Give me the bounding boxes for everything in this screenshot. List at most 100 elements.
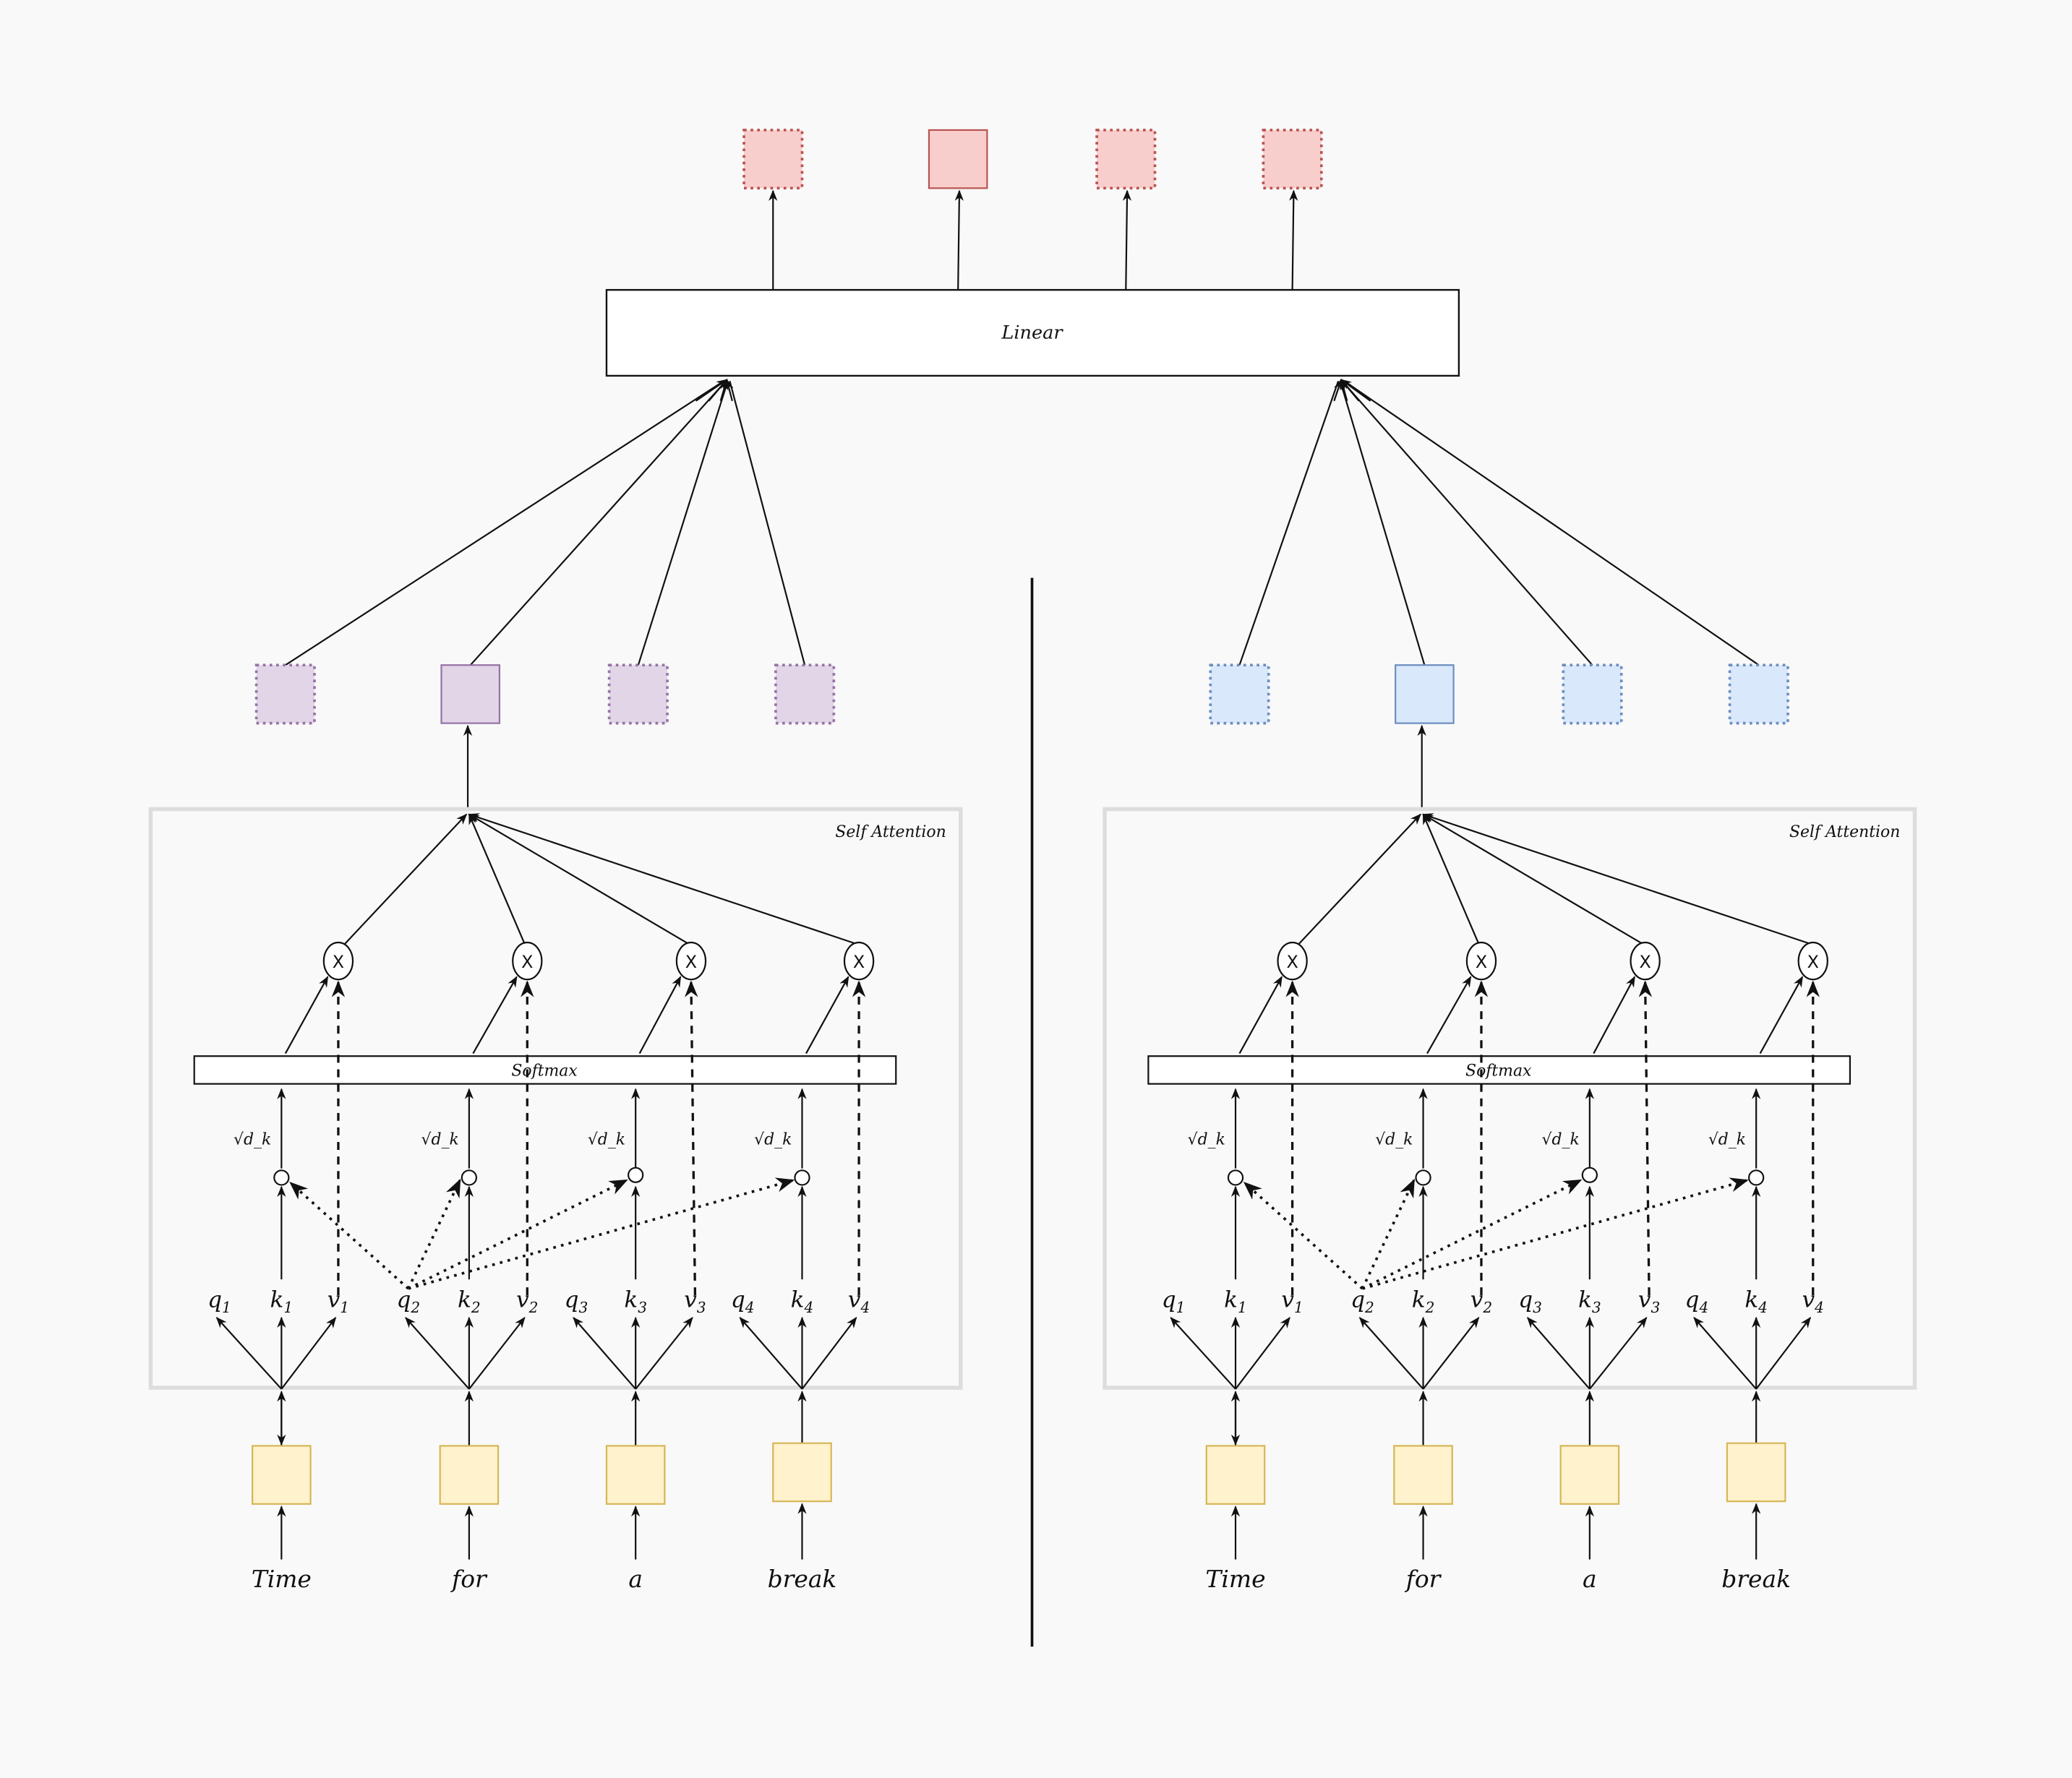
k-vector-label: k4 <box>1744 1287 1768 1316</box>
q-vector-label: q1 <box>207 1287 231 1316</box>
query-to-dot-product-arrow <box>1243 1181 1364 1290</box>
dot-product-node[interactable] <box>1581 1167 1598 1183</box>
token-word-break: break <box>1721 1565 1791 1593</box>
subscript: 2 <box>410 1299 420 1316</box>
projection-arrow <box>739 1316 803 1390</box>
token-embedding-box[interactable] <box>1726 1442 1786 1503</box>
subscript: 4 <box>1814 1299 1824 1316</box>
value-to-multiply-arrow <box>1638 980 1653 1296</box>
v-vector-label: v1 <box>1281 1287 1303 1316</box>
softmax-box[interactable] <box>193 1055 897 1085</box>
dot-product-node[interactable] <box>1748 1169 1765 1186</box>
head-output-box-4[interactable] <box>774 663 836 725</box>
token-embedding-box[interactable] <box>1559 1445 1620 1505</box>
v-vector-label: v3 <box>684 1287 706 1316</box>
token-word-time: Time <box>1205 1565 1265 1593</box>
head-output-to-linear-line <box>1339 380 1426 666</box>
self-attention-frame <box>1103 807 1917 1390</box>
output-box-1[interactable] <box>742 129 804 190</box>
linear-layer-box[interactable] <box>605 288 1460 377</box>
query-to-dot-product-arrow <box>1361 1179 1583 1290</box>
dot-product-node[interactable] <box>1415 1169 1431 1186</box>
token-embedding-box[interactable] <box>772 1442 832 1503</box>
head-output-to-linear-line <box>1238 380 1340 666</box>
weighted-value-to-sum-arrow <box>1422 813 1811 945</box>
subscript: 3 <box>578 1299 588 1316</box>
dot-product-node[interactable] <box>461 1169 478 1186</box>
k-vector-label: k1 <box>1224 1287 1247 1316</box>
softmax-box[interactable] <box>1147 1055 1851 1085</box>
subscript: 4 <box>860 1299 870 1316</box>
dot-product-node[interactable] <box>628 1167 644 1183</box>
q-vector-label: q3 <box>1518 1287 1542 1316</box>
q-vector-label: q2 <box>1350 1287 1374 1316</box>
softmax-to-multiply-arrow <box>1426 976 1472 1055</box>
subscript: 3 <box>1533 1299 1542 1316</box>
multiply-symbol: X <box>521 952 533 972</box>
subscript: 1 <box>1238 1299 1247 1316</box>
head-output-box-2[interactable] <box>440 664 501 724</box>
multiply-node[interactable] <box>843 941 875 981</box>
projection-arrow <box>1422 1316 1480 1390</box>
token-embedding-box[interactable] <box>1205 1445 1266 1505</box>
scale-label-sqrt-dk: √d_k <box>1708 1131 1746 1149</box>
query-to-dot-product-arrow <box>289 1181 410 1290</box>
softmax-to-multiply-arrow <box>1238 976 1283 1055</box>
head-output-box-3[interactable] <box>1562 663 1623 725</box>
k-vector-label: k2 <box>1412 1287 1435 1316</box>
projection-arrow <box>1358 1316 1424 1390</box>
weighted-value-to-sum-arrow <box>468 813 689 945</box>
head-output-box-1[interactable] <box>1209 663 1270 725</box>
token-embedding-box[interactable] <box>605 1445 666 1505</box>
scale-label-sqrt-dk: √d_k <box>421 1131 459 1149</box>
projection-arrow <box>405 1316 470 1390</box>
multiply-symbol: X <box>1639 952 1651 972</box>
weighted-value-to-sum-arrow <box>1422 813 1480 945</box>
output-box-3[interactable] <box>1095 129 1157 190</box>
token-embedding-box[interactable] <box>252 1445 312 1505</box>
multiply-node[interactable] <box>322 941 354 981</box>
multiply-symbol: X <box>1476 952 1487 972</box>
multiply-node[interactable] <box>1630 941 1661 981</box>
multiply-node[interactable] <box>1797 941 1828 981</box>
head-output-box-1[interactable] <box>254 663 316 725</box>
subscript: 1 <box>222 1299 231 1316</box>
dot-product-node[interactable] <box>1227 1169 1244 1186</box>
weighted-value-to-sum-arrow <box>344 813 468 945</box>
k-vector-label: k3 <box>1578 1287 1601 1316</box>
head-output-to-linear-arrow <box>724 378 734 401</box>
token-embedding-box[interactable] <box>439 1445 500 1505</box>
projection-arrow <box>1235 1316 1290 1390</box>
subscript: 1 <box>1176 1299 1186 1316</box>
head-output-box-4[interactable] <box>1728 663 1789 725</box>
multiply-node[interactable] <box>512 941 543 981</box>
self-attention-label: Self Attention <box>1789 823 1900 841</box>
output-box-2[interactable] <box>928 129 988 189</box>
output-box-4[interactable] <box>1262 129 1323 190</box>
head-output-box-2[interactable] <box>1395 664 1455 724</box>
output-layer: Linear <box>605 129 1460 377</box>
query-to-dot-product-arrow <box>407 1178 461 1289</box>
multiply-node[interactable] <box>1277 941 1308 981</box>
scale-label-sqrt-dk: √d_k <box>1542 1131 1580 1149</box>
linear-layer-label: Linear <box>1001 322 1063 344</box>
head-output-to-linear-line <box>285 380 724 666</box>
multiply-node[interactable] <box>675 941 707 981</box>
k-vector-label: k1 <box>270 1287 294 1316</box>
k-vector-label: k4 <box>791 1287 814 1316</box>
subscript: 2 <box>1425 1299 1435 1316</box>
dot-product-node[interactable] <box>794 1169 810 1186</box>
projection-arrow <box>1170 1316 1236 1390</box>
query-to-dot-product-arrow <box>1361 1177 1749 1290</box>
projection-arrow <box>215 1316 283 1390</box>
dot-product-node[interactable] <box>273 1169 290 1186</box>
projection-arrow <box>573 1316 637 1390</box>
multiply-node[interactable] <box>1465 941 1497 981</box>
subscript: 2 <box>1482 1299 1492 1316</box>
token-embedding-box[interactable] <box>1393 1445 1453 1505</box>
head-output-box-3[interactable] <box>607 663 669 725</box>
token-word-for: for <box>450 1565 488 1593</box>
token-word-break: break <box>768 1565 837 1593</box>
